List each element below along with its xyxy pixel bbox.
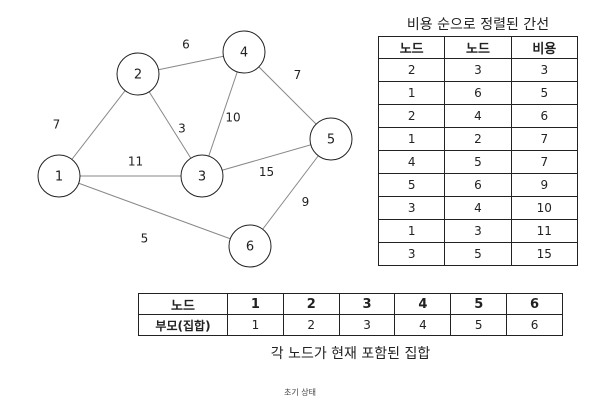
parent-table-node-3: 3 [338, 293, 396, 315]
parent-table-parent-label: 부모(집합) [138, 314, 228, 336]
edge-table-cell: 1 [377, 81, 446, 105]
edge-weight-2-3: 3 [178, 122, 186, 136]
node-circle-4 [222, 30, 266, 74]
edge-table-cell: 2 [377, 58, 446, 82]
edge-weight-1-6: 5 [141, 232, 149, 246]
edge-table-cell: 5 [377, 173, 446, 197]
edge-table-cell: 7 [510, 150, 579, 174]
edge-table-cell: 1 [377, 219, 446, 243]
edge-1-2 [58, 73, 139, 177]
edge-table-cell: 5 [444, 242, 512, 266]
edge-table-cell: 3 [444, 58, 512, 82]
edge-table-cell: 6 [510, 104, 579, 128]
edge-weight-4-5: 7 [294, 68, 302, 82]
edge-table-cell: 2 [377, 104, 446, 128]
edge-weight-5-6: 9 [302, 195, 310, 209]
edge-table-header-node-b: 노드 [444, 36, 512, 59]
node-label-1: 1 [55, 170, 63, 185]
edge-3-4 [201, 51, 245, 177]
edge-5-6 [249, 138, 332, 247]
edge-table-cell: 3 [510, 58, 579, 82]
edge-table-cell: 15 [510, 242, 579, 266]
edge-table-cell: 9 [510, 173, 579, 197]
edge-table-cell: 1 [377, 127, 446, 151]
edge-weight-1-2: 7 [53, 118, 61, 132]
node-label-4: 4 [240, 46, 248, 61]
edge-table-cell: 10 [510, 196, 579, 220]
edge-table-cell: 11 [510, 219, 579, 243]
parent-table-caption: 각 노드가 현재 포함된 집합 [270, 346, 431, 362]
edge-table-cell: 5 [510, 81, 579, 105]
edge-table-cell: 3 [377, 196, 446, 220]
node-label-2: 2 [134, 68, 142, 83]
edge-table-title: 비용 순으로 정렬된 간선 [406, 17, 550, 33]
edge-weight-3-5: 15 [259, 165, 274, 179]
node-circle-2 [116, 52, 160, 96]
parent-table-node-2: 2 [282, 293, 340, 315]
edge-table-header-row: 노드 노드 비용 [377, 36, 579, 59]
parent-table-node-6: 6 [506, 293, 563, 315]
node-label-6: 6 [246, 240, 254, 255]
node-circle-6 [228, 224, 272, 268]
parent-table-node-label: 노드 [138, 293, 228, 315]
edge-table-cell: 6 [444, 173, 512, 197]
edge-table-cell: 4 [444, 104, 512, 128]
edge-table-cell: 5 [444, 150, 512, 174]
parent-table-parent-5: 5 [450, 314, 508, 336]
edge-table-cell: 2 [444, 127, 512, 151]
edge-table-cell: 3 [444, 219, 512, 243]
parent-table-parent-4: 4 [394, 314, 452, 336]
parent-table-node-5: 5 [450, 293, 508, 315]
parent-table-node-1: 1 [227, 293, 284, 315]
edge-3-5 [201, 138, 332, 177]
edge-weight-3-4: 10 [225, 111, 240, 125]
node-circle-1 [37, 154, 81, 198]
node-circle-3 [180, 154, 224, 198]
footer-caption: 초기 상태 [284, 388, 316, 397]
edge-table-header-node-a: 노드 [377, 36, 446, 59]
parent-table-node-4: 4 [394, 293, 452, 315]
node-circle-5 [309, 117, 353, 161]
edge-table-cell: 3 [377, 242, 446, 266]
edge-weight-2-4: 6 [182, 38, 190, 52]
edge-table-cell: 7 [510, 127, 579, 151]
edge-1-6 [58, 175, 251, 247]
edge-table-cell: 4 [377, 150, 446, 174]
parent-table-parent-3: 3 [338, 314, 396, 336]
parent-table-parent-1: 1 [227, 314, 284, 336]
edge-table-cell: 6 [444, 81, 512, 105]
node-label-3: 3 [198, 170, 206, 185]
edge-table-header-cost: 비용 [510, 36, 579, 59]
graph-diagram: 7 6 3 11 10 7 15 9 5 1 2 3 4 5 6 [37, 30, 353, 268]
edge-table-cell: 4 [444, 196, 512, 220]
parent-table-parent-6: 6 [506, 314, 563, 336]
parent-table-parent-2: 2 [282, 314, 340, 336]
edge-weight-1-3: 11 [128, 155, 143, 169]
node-label-5: 5 [327, 133, 335, 148]
